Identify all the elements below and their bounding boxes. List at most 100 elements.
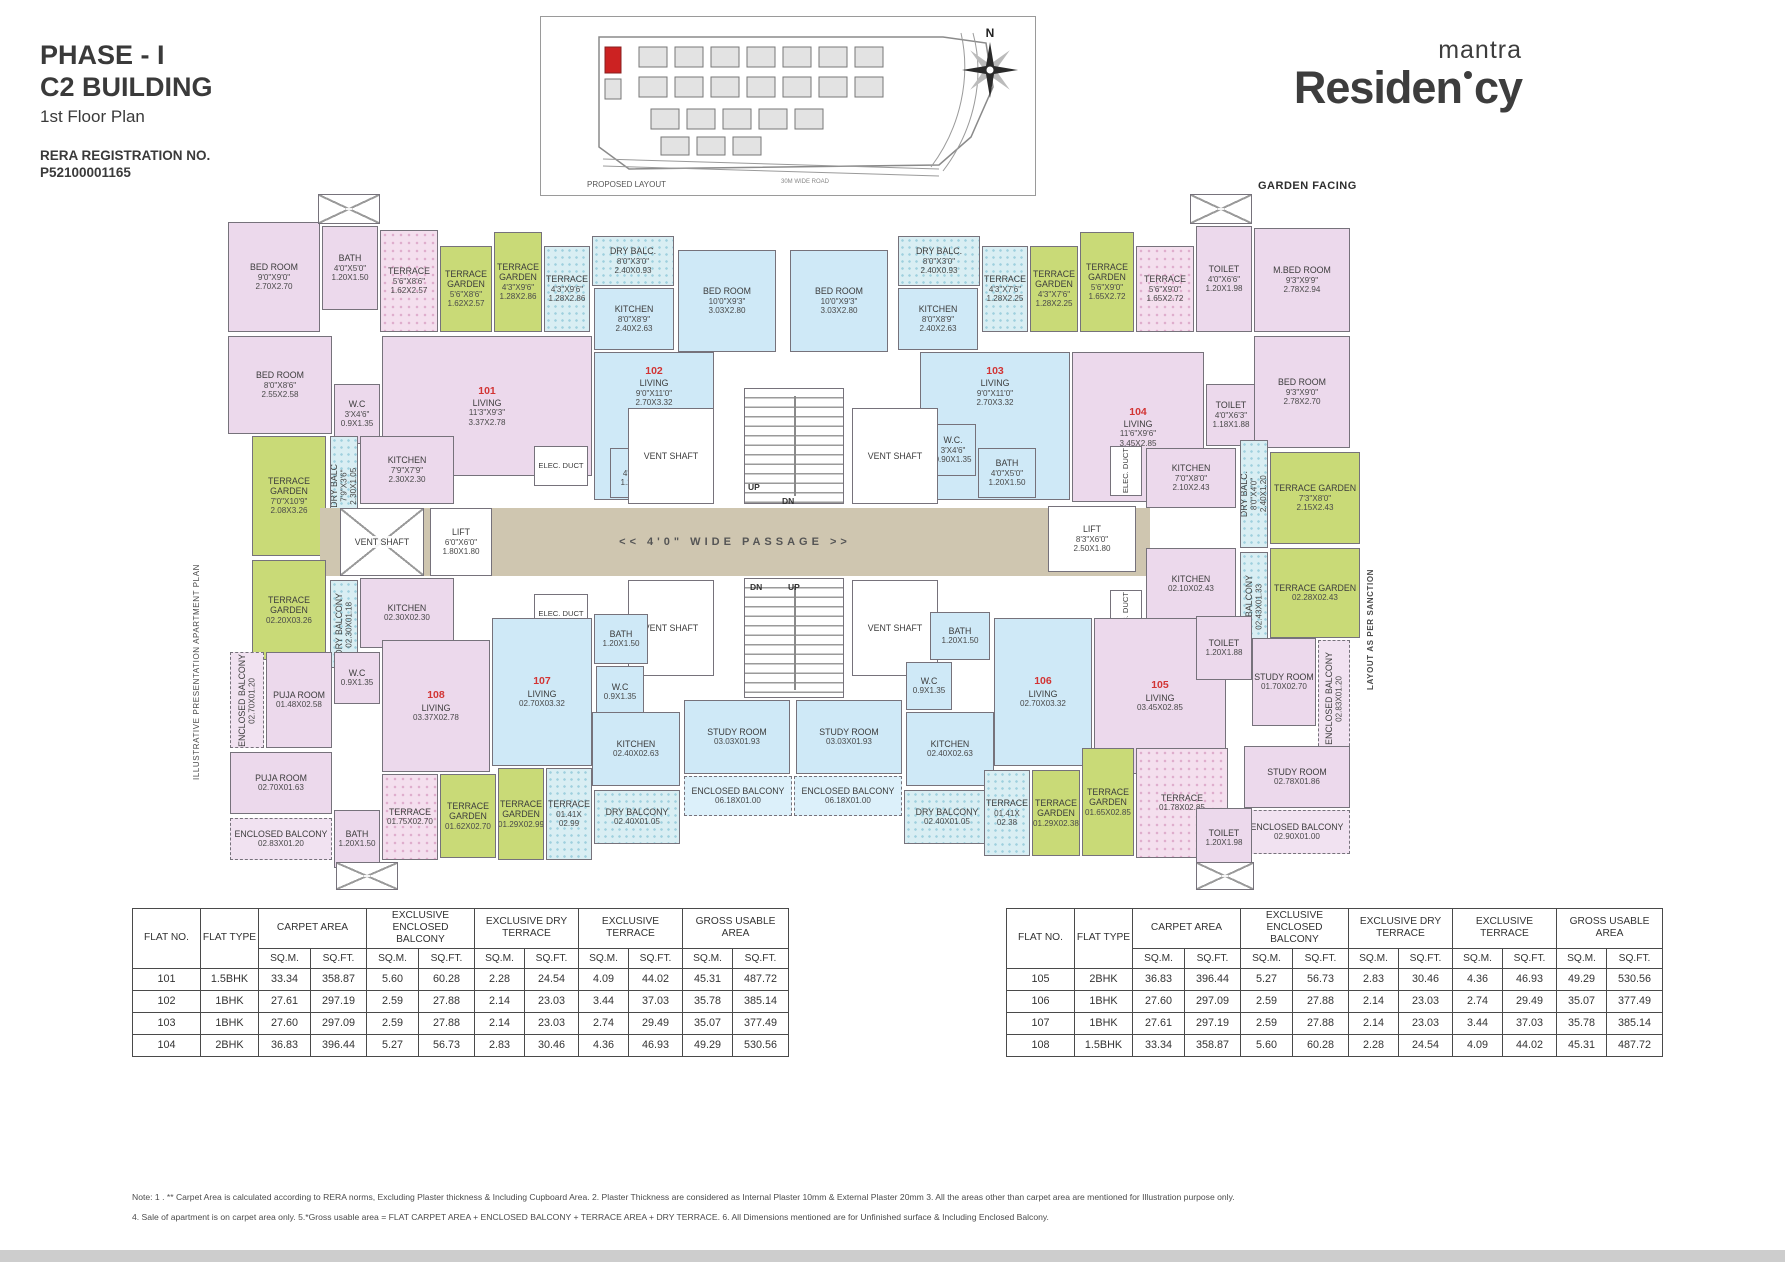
cell: 33.34 (1132, 1033, 1185, 1057)
cell: 107 (1006, 1011, 1075, 1035)
compass-north-label: N (985, 26, 995, 40)
cell: 530.56 (1606, 967, 1664, 991)
cell: 23.03 (1397, 989, 1454, 1013)
cell: 385.14 (1606, 1011, 1664, 1035)
unit-header: SQ.FT. (523, 947, 580, 969)
brand-name: mantra (1438, 36, 1522, 64)
column-header: FLAT NO. (132, 908, 201, 969)
cell: 35.78 (682, 989, 734, 1013)
cell: 2BHK (200, 1033, 259, 1057)
garden-facing-label: GARDEN FACING (1258, 180, 1357, 192)
column-header: CARPET AREA (1132, 908, 1241, 949)
compass-icon: N (958, 26, 1022, 136)
cell: 4.09 (1452, 1033, 1504, 1057)
cell: 2.59 (1240, 1011, 1293, 1035)
unit-header: SQ.M. (474, 947, 525, 969)
cell: 4.36 (1452, 967, 1504, 991)
cell: 35.07 (1556, 989, 1608, 1013)
unit-header: SQ.M. (1240, 947, 1293, 969)
duct-box-2 (1190, 194, 1252, 224)
stair-direction-label: UP (788, 582, 800, 592)
unit-header: SQ.FT. (1184, 947, 1241, 969)
unit-header: SQ.FT. (732, 947, 790, 969)
cell: 35.78 (1556, 1011, 1608, 1035)
cell: 27.88 (418, 989, 475, 1013)
cell: 2.59 (366, 1011, 419, 1035)
rera-label: RERA REGISTRATION NO. (40, 147, 211, 163)
duct-box-1 (318, 194, 380, 224)
cell: 2BHK (1074, 967, 1133, 991)
cell: 27.88 (1292, 1011, 1349, 1035)
cell: 2.14 (1348, 989, 1399, 1013)
cell: 24.54 (1397, 1033, 1454, 1057)
cell: 105 (1006, 967, 1075, 991)
cell: 4.36 (578, 1033, 630, 1057)
cell: 24.54 (523, 967, 580, 991)
cell: 27.60 (258, 1011, 311, 1035)
cell: 3.44 (1452, 1011, 1504, 1035)
column-header: FLAT NO. (1006, 908, 1075, 969)
vent-shaft-1: VENT SHAFT (628, 408, 714, 504)
cell: 27.61 (258, 989, 311, 1013)
cell: 23.03 (523, 1011, 580, 1035)
column-header: GROSS USABLE AREA (1556, 908, 1664, 949)
column-header: GROSS USABLE AREA (682, 908, 790, 949)
cell: 2.28 (1348, 1033, 1399, 1057)
cell: 1BHK (200, 989, 259, 1013)
cell: 297.19 (1184, 1011, 1241, 1035)
elec-duct-2: ELEC. DUCT (1110, 446, 1142, 496)
cell: 487.72 (1606, 1033, 1664, 1057)
cell: 44.02 (628, 967, 684, 991)
cell: 101 (132, 967, 201, 991)
cell: 1BHK (1074, 1011, 1133, 1035)
column-header: EXCLUSIVE ENCLOSED BALCONY (1240, 908, 1349, 949)
cell: 4.09 (578, 967, 630, 991)
cell: 297.19 (310, 989, 367, 1013)
cell: 1.5BHK (1074, 1033, 1133, 1057)
cell: 530.56 (732, 1033, 790, 1057)
stair-direction-label: DN (750, 582, 763, 592)
footnote-line-1: Note: 1 . ** Carpet Area is calculated a… (132, 1192, 1235, 1202)
phase-title: PHASE - I (40, 40, 165, 70)
title-block: PHASE - I C2 BUILDING 1st Floor Plan RER… (40, 40, 213, 182)
cell: 60.28 (418, 967, 475, 991)
stair-direction-label: UP (748, 482, 760, 492)
dry-balc-104: DRY BALC.8'0"X4'0"2.40X1.20 (1240, 440, 1268, 548)
cell: 102 (132, 989, 201, 1013)
cell: 44.02 (1502, 1033, 1558, 1057)
column-header: EXCLUSIVE ENCLOSED BALCONY (366, 908, 475, 949)
rera-number: P52100001165 (40, 165, 131, 181)
